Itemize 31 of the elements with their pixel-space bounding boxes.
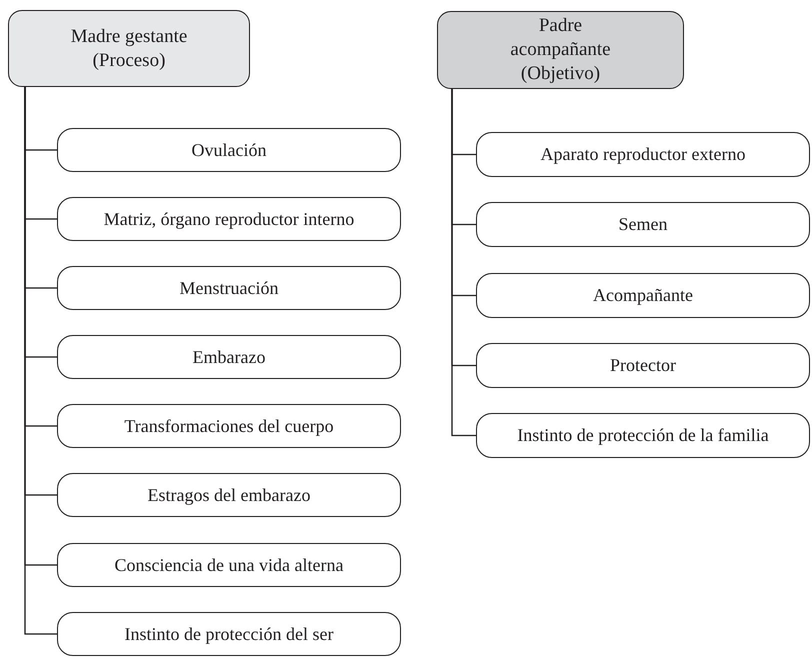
item-box (57, 473, 401, 517)
item-box (476, 273, 810, 318)
item-label: Instinto de protección del ser (124, 624, 334, 644)
item-label: Protector (610, 355, 676, 376)
item-label: Matriz, órgano reproductor interno (104, 208, 354, 230)
item-box (57, 612, 401, 656)
item-box (57, 197, 401, 241)
item-box (57, 266, 401, 310)
item-label: Embarazo (192, 346, 266, 368)
item-label: Menstruación (180, 278, 278, 298)
item-box (57, 543, 401, 587)
item-label: Aparato reproductor externo (540, 144, 746, 165)
connector-line (451, 89, 476, 436)
item-label: Instinto de protección de la familia (517, 425, 769, 446)
item-label: Ovulación (192, 140, 266, 160)
item-label: Transformaciones del cuerpo (124, 416, 334, 436)
item-label: Consciencia de una vida alterna (114, 554, 344, 576)
category-title: Padre acompañante (Objetivo) (509, 14, 612, 86)
category-box (8, 10, 250, 87)
category-title: Madre gestante (Proceso) (70, 24, 188, 72)
item-label: Estragos del embarazo (148, 484, 310, 506)
item-box (476, 132, 810, 177)
category-box (437, 11, 684, 89)
item-box (57, 128, 401, 172)
item-label: Semen (618, 214, 668, 235)
item-box (476, 413, 810, 458)
item-box (476, 202, 810, 247)
item-box (57, 335, 401, 379)
item-box (57, 404, 401, 448)
item-box (476, 343, 810, 388)
item-label: Acompañante (593, 285, 693, 306)
